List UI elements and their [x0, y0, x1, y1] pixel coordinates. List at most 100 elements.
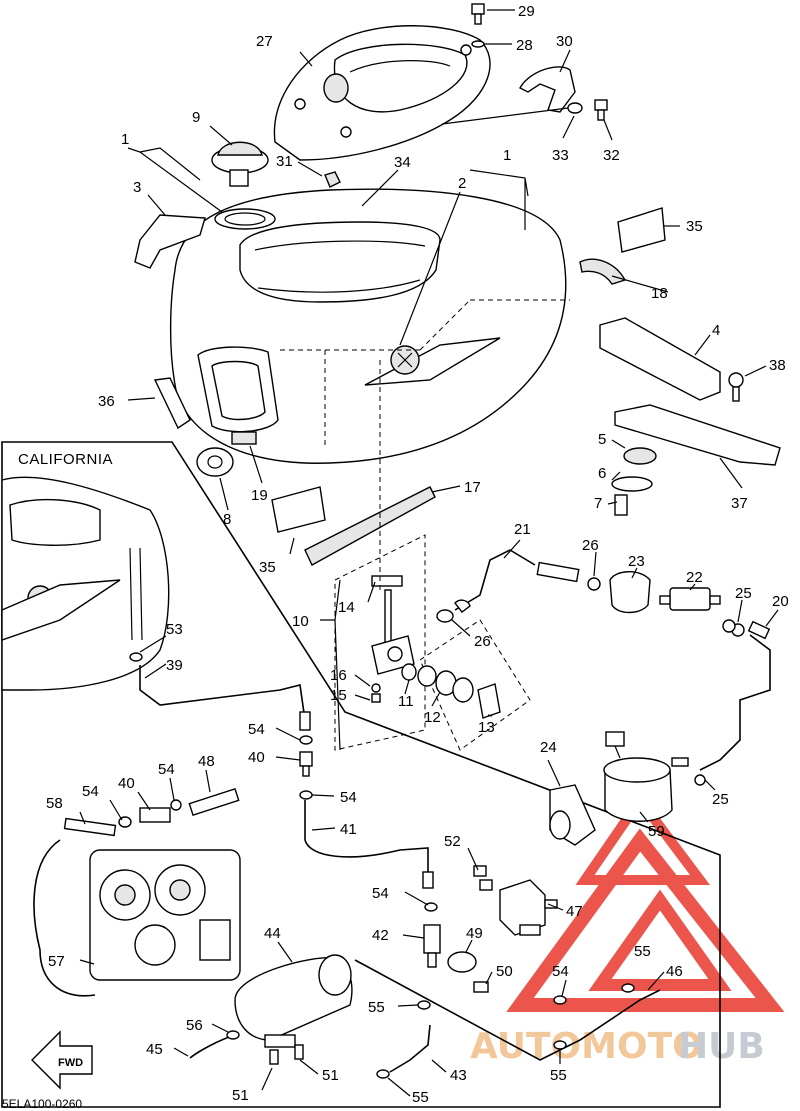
callout-43: 43 [450, 1067, 467, 1084]
callout-41: 41 [340, 821, 357, 838]
callout-42: 42 [372, 927, 389, 944]
callout-38: 38 [769, 357, 786, 374]
california-box [1, 441, 721, 1108]
callouts: 29 28 30 27 9 1 3 31 34 33 32 1 2 35 18 … [46, 3, 789, 1106]
callout-3: 3 [133, 179, 141, 196]
valve-parts [423, 902, 489, 993]
callout-47: 47 [566, 903, 583, 920]
callout-1-left: 1 [121, 131, 129, 148]
callout-10: 10 [292, 613, 309, 630]
label-sticker-bottom [271, 486, 326, 533]
callout-33: 33 [552, 147, 569, 164]
bracket [519, 66, 576, 113]
callout-39: 39 [166, 657, 183, 674]
callout-30: 30 [556, 33, 573, 50]
watermark-triangle-top [575, 791, 710, 885]
callout-55-b: 55 [634, 943, 651, 960]
callout-29: 29 [518, 3, 535, 20]
callout-54-d: 54 [82, 783, 99, 800]
callout-37: 37 [731, 495, 748, 512]
evap-system [33, 735, 434, 997]
callout-2: 2 [458, 175, 466, 192]
leader-lines [79, 9, 779, 1097]
callout-53: 53 [166, 621, 183, 638]
callout-56: 56 [186, 1017, 203, 1034]
callout-26-mid: 26 [474, 633, 491, 650]
callout-28: 28 [516, 37, 533, 54]
hose-43 [389, 1024, 431, 1073]
fuel-pipe-21 [454, 549, 536, 611]
callout-48: 48 [198, 753, 215, 770]
rubber-strip [579, 258, 627, 285]
callout-21: 21 [514, 521, 531, 538]
callout-54-f: 54 [552, 963, 569, 980]
callout-25-top: 25 [735, 585, 752, 602]
callout-35-top: 35 [686, 218, 703, 235]
california-label: CALIFORNIA [18, 451, 113, 468]
vent-hose-39 [139, 665, 306, 721]
watermark-triangle-outer [506, 828, 785, 1012]
callout-55-c: 55 [412, 1089, 429, 1106]
damper-parts [611, 447, 657, 516]
callout-51-a: 51 [232, 1087, 249, 1104]
fwd-label: FWD [58, 1057, 83, 1069]
callout-54-e: 54 [372, 885, 389, 902]
fuel-cap [211, 141, 269, 187]
callout-18: 18 [651, 285, 668, 302]
fuel-cock-assembly [334, 360, 531, 751]
callout-27: 27 [256, 33, 273, 50]
callout-40-b: 40 [118, 775, 135, 792]
callout-31: 31 [276, 153, 293, 170]
callout-19: 19 [251, 487, 268, 504]
solenoid-valve [473, 865, 558, 936]
label-sticker-top [617, 207, 666, 253]
callout-13: 13 [478, 719, 495, 736]
callout-26-top: 26 [582, 537, 599, 554]
callout-14: 14 [338, 599, 355, 616]
hose-46 [354, 959, 661, 1061]
tank-emblem-left [134, 214, 206, 269]
callout-17: 17 [464, 479, 481, 496]
carburetor-assembly [89, 849, 241, 981]
callout-44: 44 [264, 925, 281, 942]
callout-35-bottom: 35 [259, 559, 276, 576]
callout-51-b: 51 [322, 1067, 339, 1084]
callout-54-a: 54 [248, 721, 265, 738]
callout-8: 8 [223, 511, 231, 528]
callout-50: 50 [496, 963, 513, 980]
callout-4: 4 [712, 322, 720, 339]
callout-55-d: 55 [550, 1067, 567, 1084]
fuel-filter-parts [587, 571, 771, 771]
callout-5: 5 [598, 431, 606, 448]
callout-32: 32 [603, 147, 620, 164]
watermark-text-part2: HUB [678, 1026, 765, 1067]
tank-cover [273, 25, 491, 161]
callout-49: 49 [466, 925, 483, 942]
california-tank [1, 476, 170, 691]
tank-hose [153, 377, 191, 430]
callout-15: 15 [330, 687, 347, 704]
callout-36: 36 [98, 393, 115, 410]
callout-34: 34 [394, 154, 411, 171]
callout-22: 22 [686, 569, 703, 586]
callout-7: 7 [594, 495, 602, 512]
callout-23: 23 [628, 553, 645, 570]
callout-1-right: 1 [503, 147, 511, 164]
callout-11: 11 [398, 693, 414, 710]
callout-9: 9 [192, 109, 200, 126]
watermark-logo [506, 791, 785, 1012]
callout-24: 24 [540, 739, 557, 756]
charcoal-canister [234, 954, 353, 1065]
fwd-arrow-icon: FWD [31, 1030, 93, 1090]
callout-45: 45 [146, 1041, 163, 1058]
seal-strip [304, 486, 436, 566]
rear-bracket [599, 317, 781, 466]
callout-59: 59 [648, 823, 665, 840]
damper-grommet [196, 431, 257, 477]
callout-54-c: 54 [340, 789, 357, 806]
fuel-tank [169, 188, 570, 464]
watermark-triangle-inner [588, 889, 732, 991]
callout-25-bottom: 25 [712, 791, 729, 808]
callout-46: 46 [666, 963, 683, 980]
callout-54-b: 54 [158, 761, 175, 778]
